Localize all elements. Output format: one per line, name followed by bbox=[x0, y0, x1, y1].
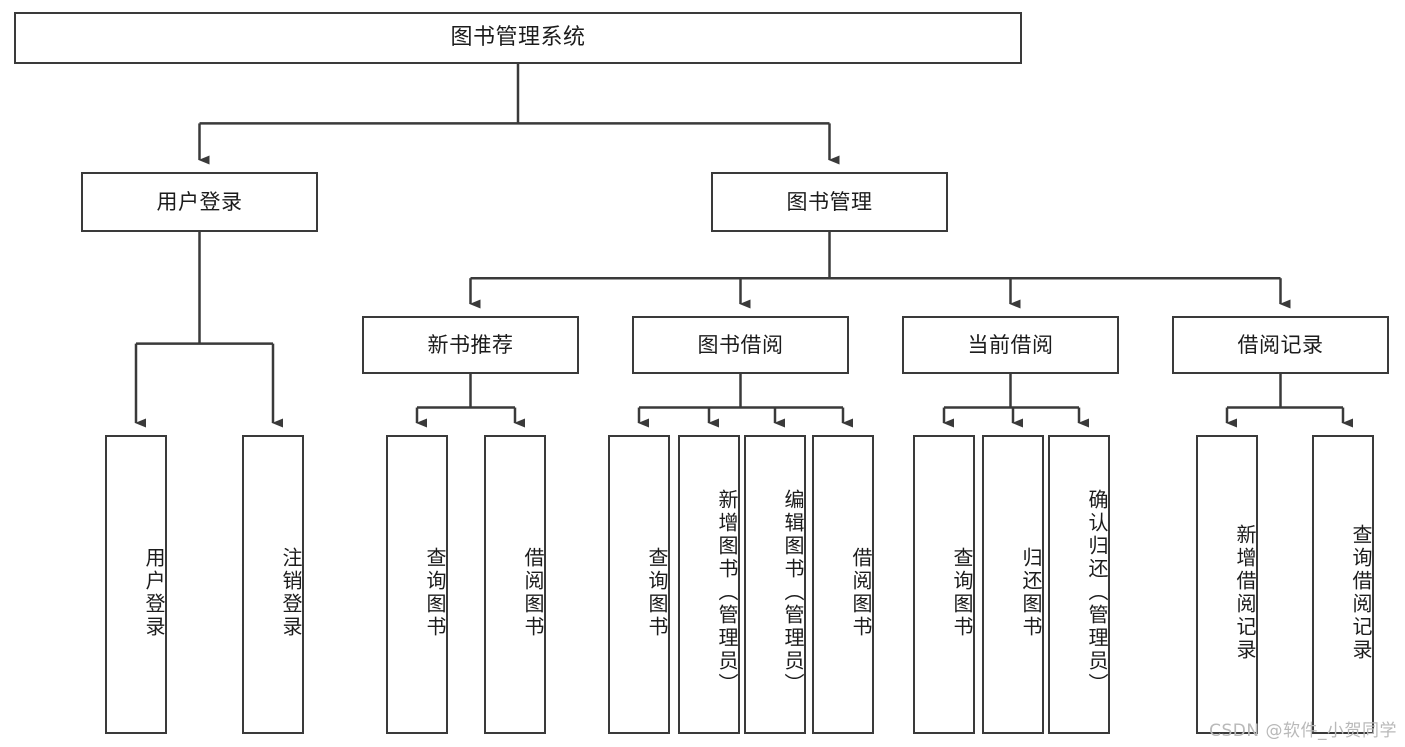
node-l3-c2[interactable]: 新增图书（管理员） bbox=[678, 435, 740, 734]
node-label: 图书管理 bbox=[786, 189, 873, 214]
node-label: 借阅图书 bbox=[521, 546, 545, 639]
watermark-label: CSDN @软件_小贺同学 bbox=[1209, 721, 1397, 741]
node-label: 当前借阅 bbox=[967, 332, 1054, 357]
node-label: 图书借阅 bbox=[697, 332, 784, 357]
node-l3-b2[interactable]: 借阅图书 bbox=[484, 435, 546, 734]
node-label: 新书推荐 bbox=[427, 332, 514, 357]
node-root[interactable]: 图书管理系统 bbox=[14, 12, 1022, 64]
node-l3-d1[interactable]: 查询图书 bbox=[913, 435, 975, 734]
node-label: 查询图书 bbox=[423, 546, 447, 639]
node-l3-c4[interactable]: 借阅图书 bbox=[812, 435, 874, 734]
node-l3-e2[interactable]: 查询借阅记录 bbox=[1312, 435, 1374, 734]
node-l3-b1[interactable]: 查询图书 bbox=[386, 435, 448, 734]
node-l3-a1[interactable]: 用户登录 bbox=[105, 435, 167, 734]
node-l2-newbook[interactable]: 新书推荐 bbox=[362, 316, 579, 374]
node-l1-login[interactable]: 用户登录 bbox=[81, 172, 318, 232]
node-l3-d3[interactable]: 确认归还（管理员） bbox=[1048, 435, 1110, 734]
node-l2-current[interactable]: 当前借阅 bbox=[902, 316, 1119, 374]
edge-group bbox=[134, 64, 1353, 428]
node-l3-e1[interactable]: 新增借阅记录 bbox=[1196, 435, 1258, 734]
node-l3-a2[interactable]: 注销登录 bbox=[242, 435, 304, 734]
node-l1-book[interactable]: 图书管理 bbox=[711, 172, 948, 232]
node-label: 确认归还（管理员） bbox=[1085, 489, 1109, 696]
node-label: 用户登录 bbox=[142, 546, 166, 639]
node-label: 借阅图书 bbox=[849, 546, 873, 639]
node-label: 查询借阅记录 bbox=[1349, 523, 1373, 662]
node-label: 查询图书 bbox=[950, 546, 974, 639]
node-label: 新增借阅记录 bbox=[1233, 523, 1257, 662]
node-label: 新增图书（管理员） bbox=[715, 489, 739, 696]
node-label: 归还图书 bbox=[1019, 546, 1043, 639]
node-l2-record[interactable]: 借阅记录 bbox=[1172, 316, 1389, 374]
node-label: 注销登录 bbox=[279, 546, 303, 639]
node-l2-borrow[interactable]: 图书借阅 bbox=[632, 316, 849, 374]
node-label: 借阅记录 bbox=[1237, 332, 1324, 357]
node-l3-c1[interactable]: 查询图书 bbox=[608, 435, 670, 734]
node-label: 用户登录 bbox=[156, 189, 243, 214]
node-label: 编辑图书（管理员） bbox=[781, 489, 805, 696]
node-label: 图书管理系统 bbox=[450, 25, 586, 51]
node-l3-d2[interactable]: 归还图书 bbox=[982, 435, 1044, 734]
node-label: 查询图书 bbox=[645, 546, 669, 639]
node-l3-c3[interactable]: 编辑图书（管理员） bbox=[744, 435, 806, 734]
